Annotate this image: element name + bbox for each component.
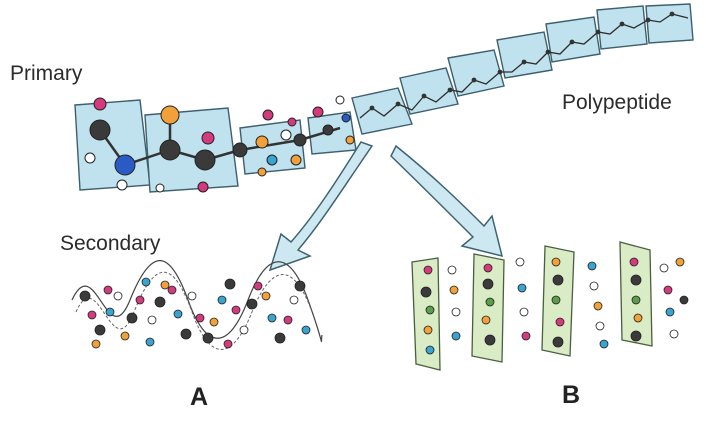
arrow-to-helix	[268, 141, 374, 272]
polypeptide-label: Polypeptide	[562, 91, 672, 114]
residue-atoms	[84, 95, 355, 193]
helix-atoms	[79, 277, 311, 349]
arrow-to-sheet	[390, 144, 504, 258]
sheet-panel	[471, 253, 505, 363]
sheet-atoms	[420, 257, 689, 355]
secondary-label: Secondary	[60, 232, 161, 255]
alpha-helix	[71, 260, 323, 350]
beta-sheet	[411, 241, 689, 371]
backbone-atoms	[369, 11, 675, 111]
sheet-panel	[411, 257, 441, 371]
label-b: B	[562, 381, 580, 409]
residue-box	[74, 99, 151, 191]
primary-label: Primary	[10, 62, 83, 85]
sheet-panel	[619, 241, 653, 347]
residue-box	[399, 67, 459, 115]
residue-box	[351, 87, 413, 135]
residue-box	[447, 49, 505, 97]
residue-box	[645, 3, 694, 44]
residue-box	[496, 31, 553, 79]
residue-box	[144, 107, 239, 193]
residue-box	[596, 5, 648, 50]
residue-box	[545, 16, 601, 63]
primary-structure-chain	[74, 3, 694, 193]
label-a: A	[190, 383, 208, 411]
residue-box	[239, 119, 306, 175]
